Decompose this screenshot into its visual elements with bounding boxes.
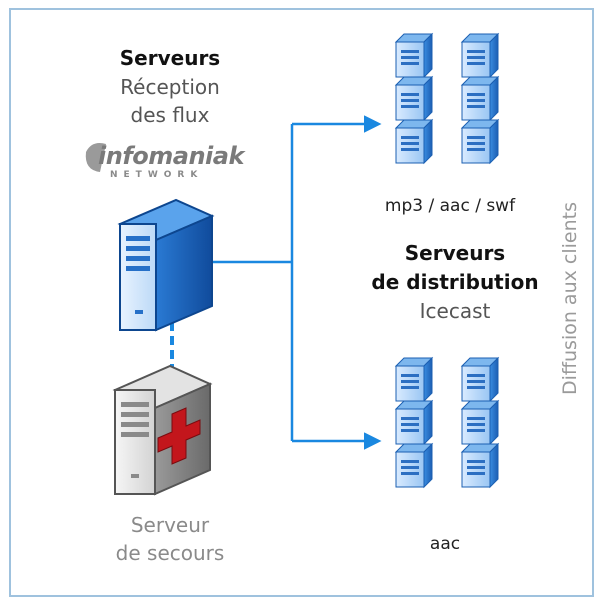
server-tower-icon	[117, 198, 215, 332]
distribution-title-line2: de distribution	[371, 270, 539, 294]
reception-title: Serveurs	[119, 46, 221, 70]
top-cluster-formats-label: mp3 / aac / swf	[384, 196, 516, 216]
infomaniak-logo-subtext: NETWORK	[110, 170, 204, 180]
backup-label-line2: de secours	[115, 541, 225, 565]
bottom-cluster-formats-label: aac	[429, 534, 461, 554]
backup-label-line1: Serveur	[130, 513, 210, 537]
red-cross-icon	[157, 407, 201, 465]
logo-swoosh-icon	[85, 143, 106, 172]
reception-subtitle-line1: Réception	[120, 75, 220, 99]
connector-lines	[170, 115, 382, 450]
reception-subtitle-line2: des flux	[130, 103, 210, 127]
distribution-subtitle: Icecast	[419, 299, 491, 323]
server-rack-icon	[395, 33, 499, 164]
side-label-client-distribution: Diffusion aux clients	[559, 202, 581, 395]
infomaniak-logo-text: infomaniak	[98, 142, 244, 170]
server-rack-icon	[395, 357, 499, 488]
medical-server-icon	[112, 364, 213, 496]
distribution-title-line1: Serveurs	[404, 241, 506, 265]
